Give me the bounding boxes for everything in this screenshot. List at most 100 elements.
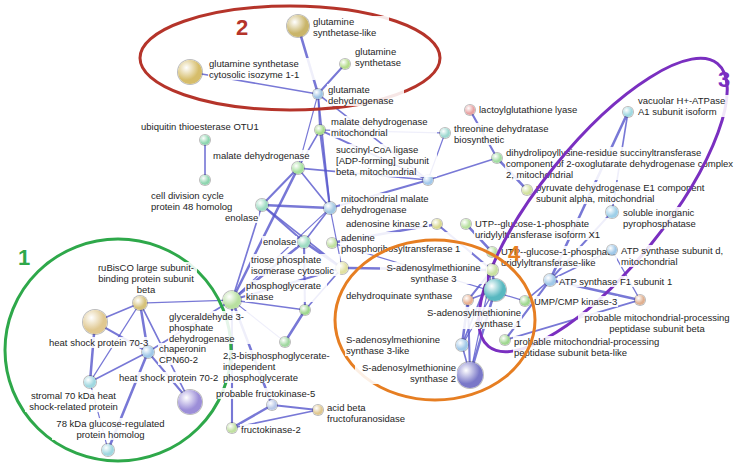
protein-node: adenine phosphoribosyltransferase 1 — [327, 238, 337, 248]
protein-label: vacuolar H+-ATPase A1 subunit isoform — [637, 95, 734, 117]
protein-label: dehydroquinate synthase — [345, 290, 453, 301]
protein-node: chaperonin CPN60-2 — [142, 346, 154, 358]
protein-node: enolase — [256, 199, 268, 211]
protein-label: glutamine synthetase-like — [312, 16, 389, 38]
protein-label: adenosine kinase 2 — [345, 218, 429, 229]
protein-node: acid beta fructofuranosidase — [313, 405, 323, 415]
interaction-edge — [147, 300, 223, 303]
interaction-edge — [236, 408, 267, 426]
interaction-edge — [277, 406, 313, 410]
protein-label: ruBisCO large subunit-binding protein su… — [95, 262, 197, 295]
cluster-number: 1 — [18, 246, 30, 270]
protein-label: enolase — [262, 236, 297, 247]
cluster-ellipse: 1 ruBisCO large subunit-binding protein s… — [2, 236, 236, 464]
cluster-outline-shape — [335, 240, 535, 400]
protein-node: dehydroquinate synthase — [463, 295, 473, 305]
protein-label: S-adenosylmethionine synthase 3-like — [345, 334, 452, 356]
protein-node: glutamine synthetase cytosolic isozyme 1… — [178, 60, 202, 84]
protein-label: lactoylglutathione lyase — [478, 104, 578, 115]
protein-label: S-adenosylmethionine synthase 3 — [380, 262, 487, 284]
protein-node: mitochondrial malate dehydrogenase — [324, 202, 336, 214]
protein-node: fructokinase-2 — [227, 423, 237, 433]
protein-label: ATP synthase subunit d, mitochondrial — [620, 245, 732, 267]
protein-label: ubiquitin thioesterase OTU1 — [140, 121, 260, 132]
protein-node: cell division cycle protein 48 homolog — [200, 175, 210, 185]
interaction-edge — [319, 99, 330, 202]
protein-label: heat shock protein 70-2 — [118, 372, 219, 383]
protein-label: mitochondrial malate dehydrogenase — [340, 193, 442, 215]
protein-node: glutamate dehydrogenase — [313, 89, 323, 99]
cluster-outline-shape — [440, 25, 740, 386]
protein-label: succinyl-CoA ligase [ADP-forming] subuni… — [335, 144, 437, 177]
interaction-edge — [241, 301, 300, 309]
protein-node: S-adenosylmethionine synthase 2 — [457, 362, 483, 388]
protein-node: S-adenosylmethionine synthase 1 — [484, 279, 506, 301]
protein-label: UMP/CMP kinase-3 — [533, 296, 618, 307]
protein-node: malate dehydrogenase — [292, 162, 304, 174]
protein-node: phosphoglycerate kinase — [300, 305, 310, 315]
protein-node: probable mitochondrial-processing peptid… — [635, 295, 645, 305]
cluster-ellipse: 4S-adenosylmethionine synthase 3S-adenos… — [333, 238, 537, 402]
cluster-number: 4 — [508, 242, 520, 266]
protein-node: threonine dehydratase biosynthetic — [440, 128, 450, 138]
protein-node: UTP--glucose-1-phosphate uridylyltransfe… — [461, 219, 471, 229]
interaction-edge — [268, 205, 324, 207]
protein-node: glyceraldehyde 3-phosphate dehydrogenase — [223, 291, 241, 309]
protein-label: malate dehydrogenase mitochondrial — [330, 116, 437, 138]
protein-label: acid beta fructofuranosidase — [326, 402, 428, 424]
protein-node: vacuolar H+-ATPase A1 subunit isoform — [623, 107, 633, 117]
protein-label: pyruvate dehydrogenase E1 component subu… — [535, 182, 732, 204]
protein-label: soluble inorganic pyrophosphatase — [622, 207, 734, 229]
protein-node: probable mitochondrial-processing peptid… — [500, 335, 510, 345]
protein-node: ruBisCO large subunit-binding protein su… — [133, 296, 147, 310]
interaction-edge — [464, 351, 467, 363]
interaction-edge — [106, 306, 134, 318]
protein-node: enolase — [298, 236, 310, 248]
protein-label: probable mitochondrial-processing peptid… — [578, 312, 736, 334]
protein-node: ATP synthase F1 subunit 1 — [544, 274, 556, 286]
protein-label: triose phosphate isomerase cytosolic — [250, 254, 340, 276]
protein-node: glutamine synthetase — [340, 59, 350, 69]
interaction-edge — [302, 173, 327, 204]
protein-node: S-adenosylmethionine synthase 3-like — [456, 339, 468, 351]
protein-node: glutamine synthetase-like — [287, 15, 309, 37]
protein-node: lactoylglutathione lyase — [465, 105, 475, 115]
protein-node: pyruvate dehydrogenase E1 component subu… — [522, 185, 532, 195]
interaction-edge — [204, 145, 206, 175]
protein-node: dihydrolipoyllysine-residue succinyltran… — [492, 153, 502, 163]
protein-label: ATP synthase F1 subunit 1 — [558, 276, 673, 287]
protein-label: phosphoglycerate kinase — [245, 280, 327, 302]
protein-node: triose phosphate isomerase cytosolic — [336, 262, 348, 274]
protein-label: fructokinase-2 — [240, 424, 302, 435]
protein-label: threonine dehydratase biosynthetic — [453, 123, 560, 145]
protein-label: glutamine synthetase cytosolic isozyme 1… — [208, 58, 315, 80]
protein-node: heat shock protein 70-2 — [178, 390, 202, 414]
protein-label: malate dehydrogenase — [212, 150, 311, 161]
protein-label: glutamine synthetase — [354, 46, 418, 68]
interaction-edge — [267, 209, 300, 238]
protein-node: succinyl-CoA ligase [ADP-forming] subuni… — [423, 175, 433, 185]
protein-label: 78 kDa glucose-regulated protein homolog — [52, 418, 169, 440]
cluster-outline-shape — [140, 6, 440, 110]
protein-label: glyceraldehyde 3-phosphate dehydrogenase — [168, 311, 282, 344]
protein-label: heat shock protein 70-3 — [48, 337, 149, 348]
cluster-ellipse: 2glutamine synthetase-likeglutamine synt… — [138, 2, 444, 116]
cluster-number: 2 — [236, 16, 248, 40]
protein-node: 2,3-bisphosphoglycerate-independent phos… — [280, 337, 290, 347]
protein-label: glutamate dehydrogenase — [327, 84, 404, 106]
protein-label: S-adenosylmethionine synthase 1 — [420, 307, 522, 329]
protein-label: probable mitochondrial-processing peptid… — [513, 336, 675, 358]
protein-node: soluble inorganic pyrophosphatase — [606, 206, 618, 218]
protein-label: S-adenosylmethionine synthase 2 — [355, 362, 457, 384]
protein-node: probable fructokinase-5 — [267, 400, 277, 410]
protein-label: dihydrolipoyllysine-residue succinyltran… — [505, 147, 735, 180]
protein-label: stromal 70 kDa heat shock-related protei… — [25, 390, 122, 412]
protein-node: stromal 70 kDa heat shock-related protei… — [84, 376, 96, 388]
cluster-number: 3 — [718, 68, 730, 92]
protein-label: probable fructokinase-5 — [215, 388, 316, 399]
protein-node: heat shock protein 70-3 — [83, 310, 107, 334]
protein-node: ubiquitin thioesterase OTU1 — [200, 135, 210, 145]
interaction-edge — [288, 314, 303, 338]
protein-node: adenosine kinase 2 — [432, 219, 442, 229]
